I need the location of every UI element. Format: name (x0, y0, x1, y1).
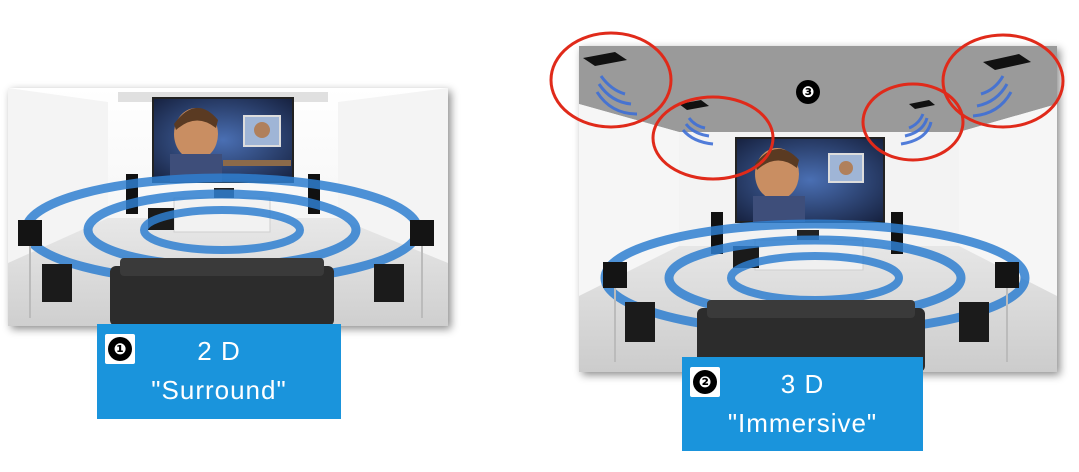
surround-title: 2 D (197, 336, 241, 366)
immersive-title: 3 D (780, 369, 825, 399)
number-3-badge: ❸ (796, 80, 820, 104)
surround-label: ❶ 2 D "Surround" (97, 324, 341, 419)
immersive-room-illustration (579, 46, 1057, 372)
overhead-sound-waves (595, 75, 1013, 146)
highlight-circle-mid-right (861, 82, 965, 162)
ceiling-speakers (583, 52, 1031, 110)
highlight-circle-mid-left (651, 95, 775, 181)
number-badge: ❷ (690, 367, 720, 397)
number-1-badge: ❶ (108, 337, 132, 361)
surround-subtitle: "Surround" (151, 375, 287, 405)
surround-room-illustration (8, 88, 448, 326)
highlight-circle-front-left (549, 31, 673, 129)
highlight-circle-front-right (941, 33, 1065, 129)
number-2-badge: ❷ (693, 370, 717, 394)
number-badge: ❶ (105, 334, 135, 364)
immersive-label: ❷ 3 D "Immersive" (682, 357, 923, 451)
immersive-subtitle: "Immersive" (727, 408, 878, 438)
